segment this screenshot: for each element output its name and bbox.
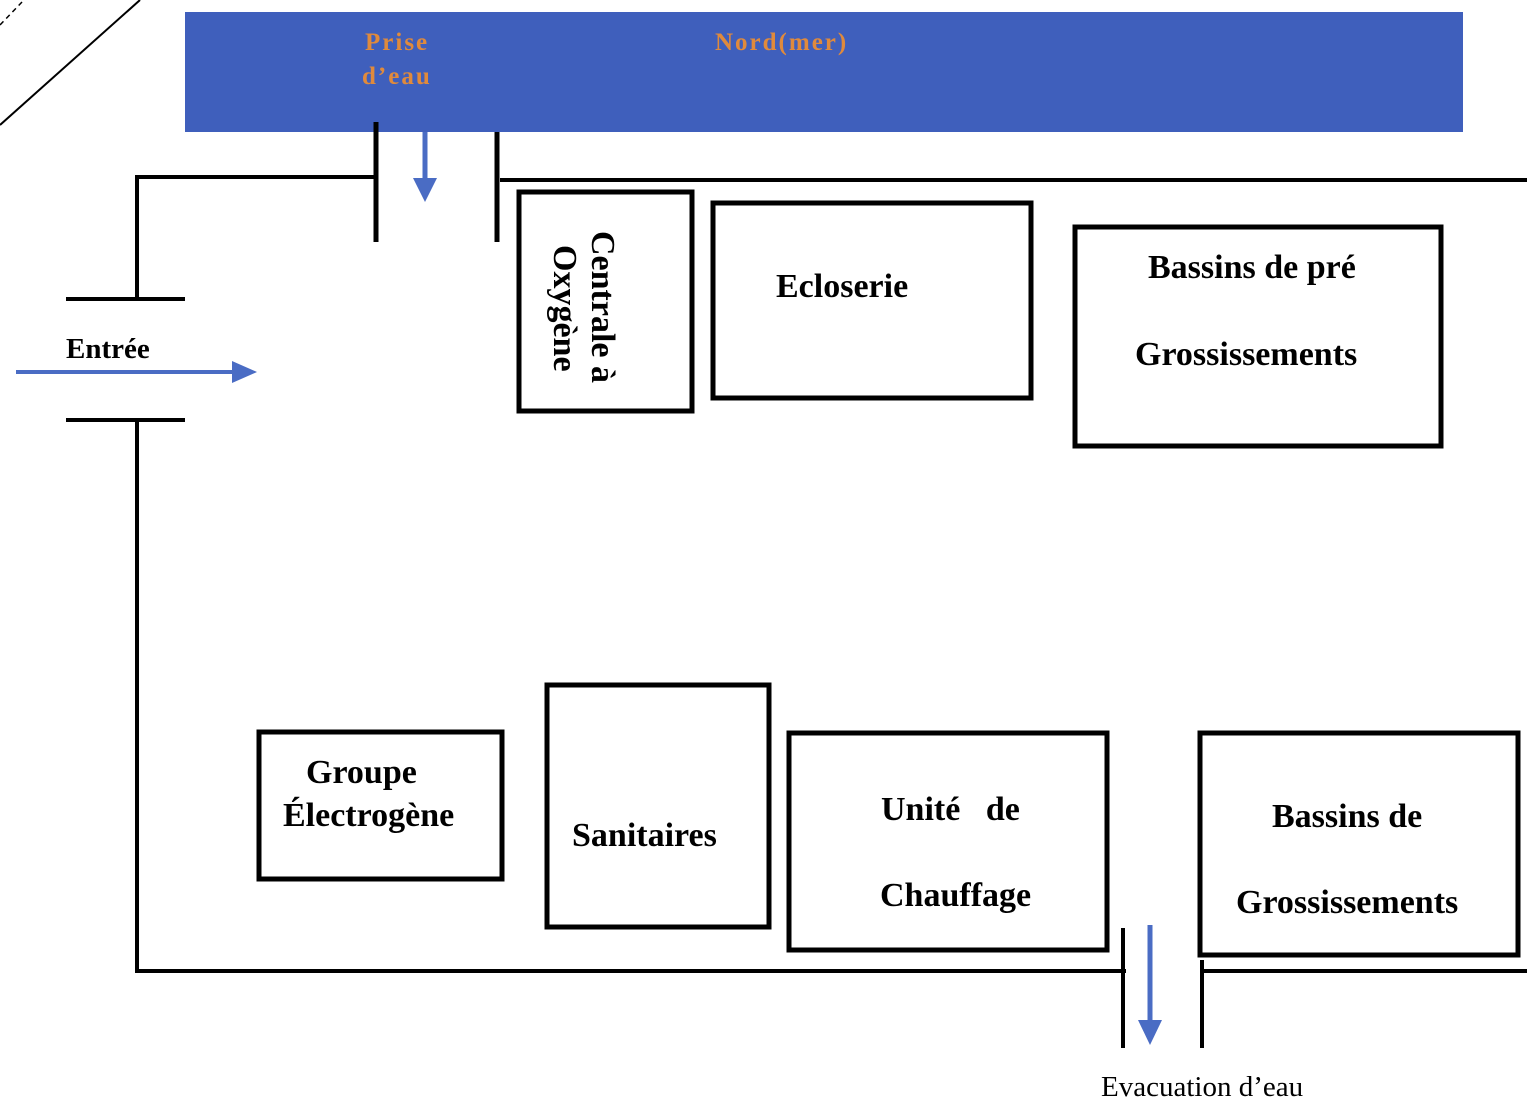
outlet-arrow-head: [1138, 1020, 1162, 1045]
heating-unit-label-line2: Chauffage: [880, 877, 1031, 914]
corner-decoration: [0, 0, 141, 126]
outlet-label: Evacuation d’eau: [1101, 1071, 1303, 1103]
water-intake-arrow: [413, 132, 437, 202]
sea-area: [185, 12, 1463, 132]
entrance-arrow-head: [232, 361, 257, 383]
growing-basins-box: [1197, 730, 1521, 958]
generator-label-line1: Groupe: [306, 754, 417, 791]
oxygen-plant-label-line1: Centrale à: [584, 231, 621, 383]
hatchery-label: Ecloserie: [776, 268, 908, 305]
oxygen-plant-label: Centrale à Oxygène: [546, 231, 621, 383]
growing-basins-label-line2: Grossissements: [1236, 884, 1458, 921]
entrance: Entrée: [16, 333, 257, 383]
water-intake-label-line2: d’eau: [362, 63, 432, 90]
oxygen-plant-box: [516, 189, 695, 414]
sanitary-box: [544, 682, 772, 930]
heating-unit-label-line1: Unité de: [881, 791, 1020, 828]
water-intake-gate: [373, 122, 500, 242]
water-outlet: Evacuation d’eau: [1101, 925, 1303, 1103]
sea-band: Prise d’eau Nord(mer): [185, 12, 1463, 132]
growing-basins-label-line1: Bassins de: [1272, 798, 1422, 835]
buildings: [256, 189, 1521, 958]
north-sea-label: Nord(mer): [715, 29, 848, 56]
entrance-label: Entrée: [66, 333, 150, 365]
heating-unit-box: [786, 730, 1110, 953]
generator-label-line2: Électrogène: [283, 797, 454, 834]
generator-box: [256, 729, 505, 882]
pre-growing-label-line1: Bassins de pré: [1148, 249, 1356, 286]
sanitary-label: Sanitaires: [572, 817, 717, 854]
hatchery-box: [710, 200, 1034, 401]
pre-growing-label-line2: Grossissements: [1135, 336, 1357, 373]
oxygen-plant-label-line2: Oxygène: [546, 245, 583, 372]
pre-growing-basins-box: [1072, 224, 1444, 449]
water-intake-label-line1: Prise: [365, 29, 429, 56]
site-perimeter: [66, 175, 1527, 973]
